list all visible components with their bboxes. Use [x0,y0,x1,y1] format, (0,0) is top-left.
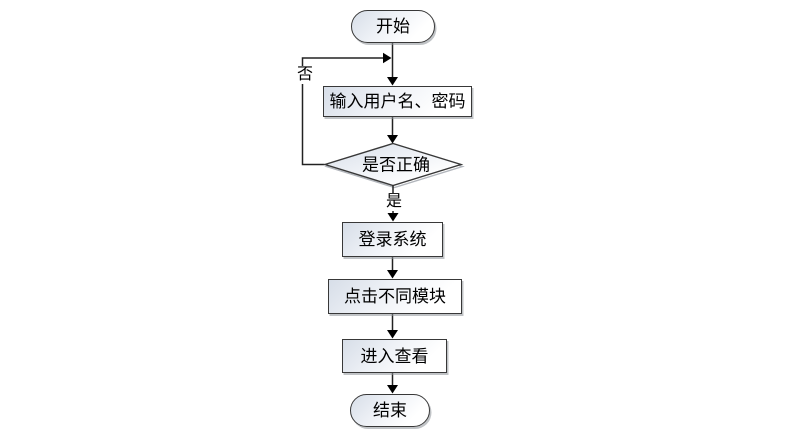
arrowhead-into-login [387,213,399,222]
flow-node-view: 进入查看 [342,339,447,373]
arrowhead-into-input [387,77,398,86]
arrowhead-no-loop-junction [383,52,392,64]
flow-node-input: 输入用户名、密码 [323,86,472,117]
flow-node-login: 登录系统 [342,222,443,257]
flow-node-start: 开始 [351,10,435,43]
edge-label-no: 否 [295,66,315,84]
arrowhead-into-modules [387,270,398,279]
arrowhead-into-end [387,385,398,394]
connector-no-loop [301,57,384,166]
arrowhead-into-view [387,330,398,339]
edge-label-yes: 是 [384,193,404,211]
flow-node-modules: 点击不同模块 [328,279,462,314]
arrowhead-into-decision [387,135,398,144]
flow-node-end: 结束 [350,394,430,427]
flow-node-decision-label: 是否正确 [362,155,430,175]
